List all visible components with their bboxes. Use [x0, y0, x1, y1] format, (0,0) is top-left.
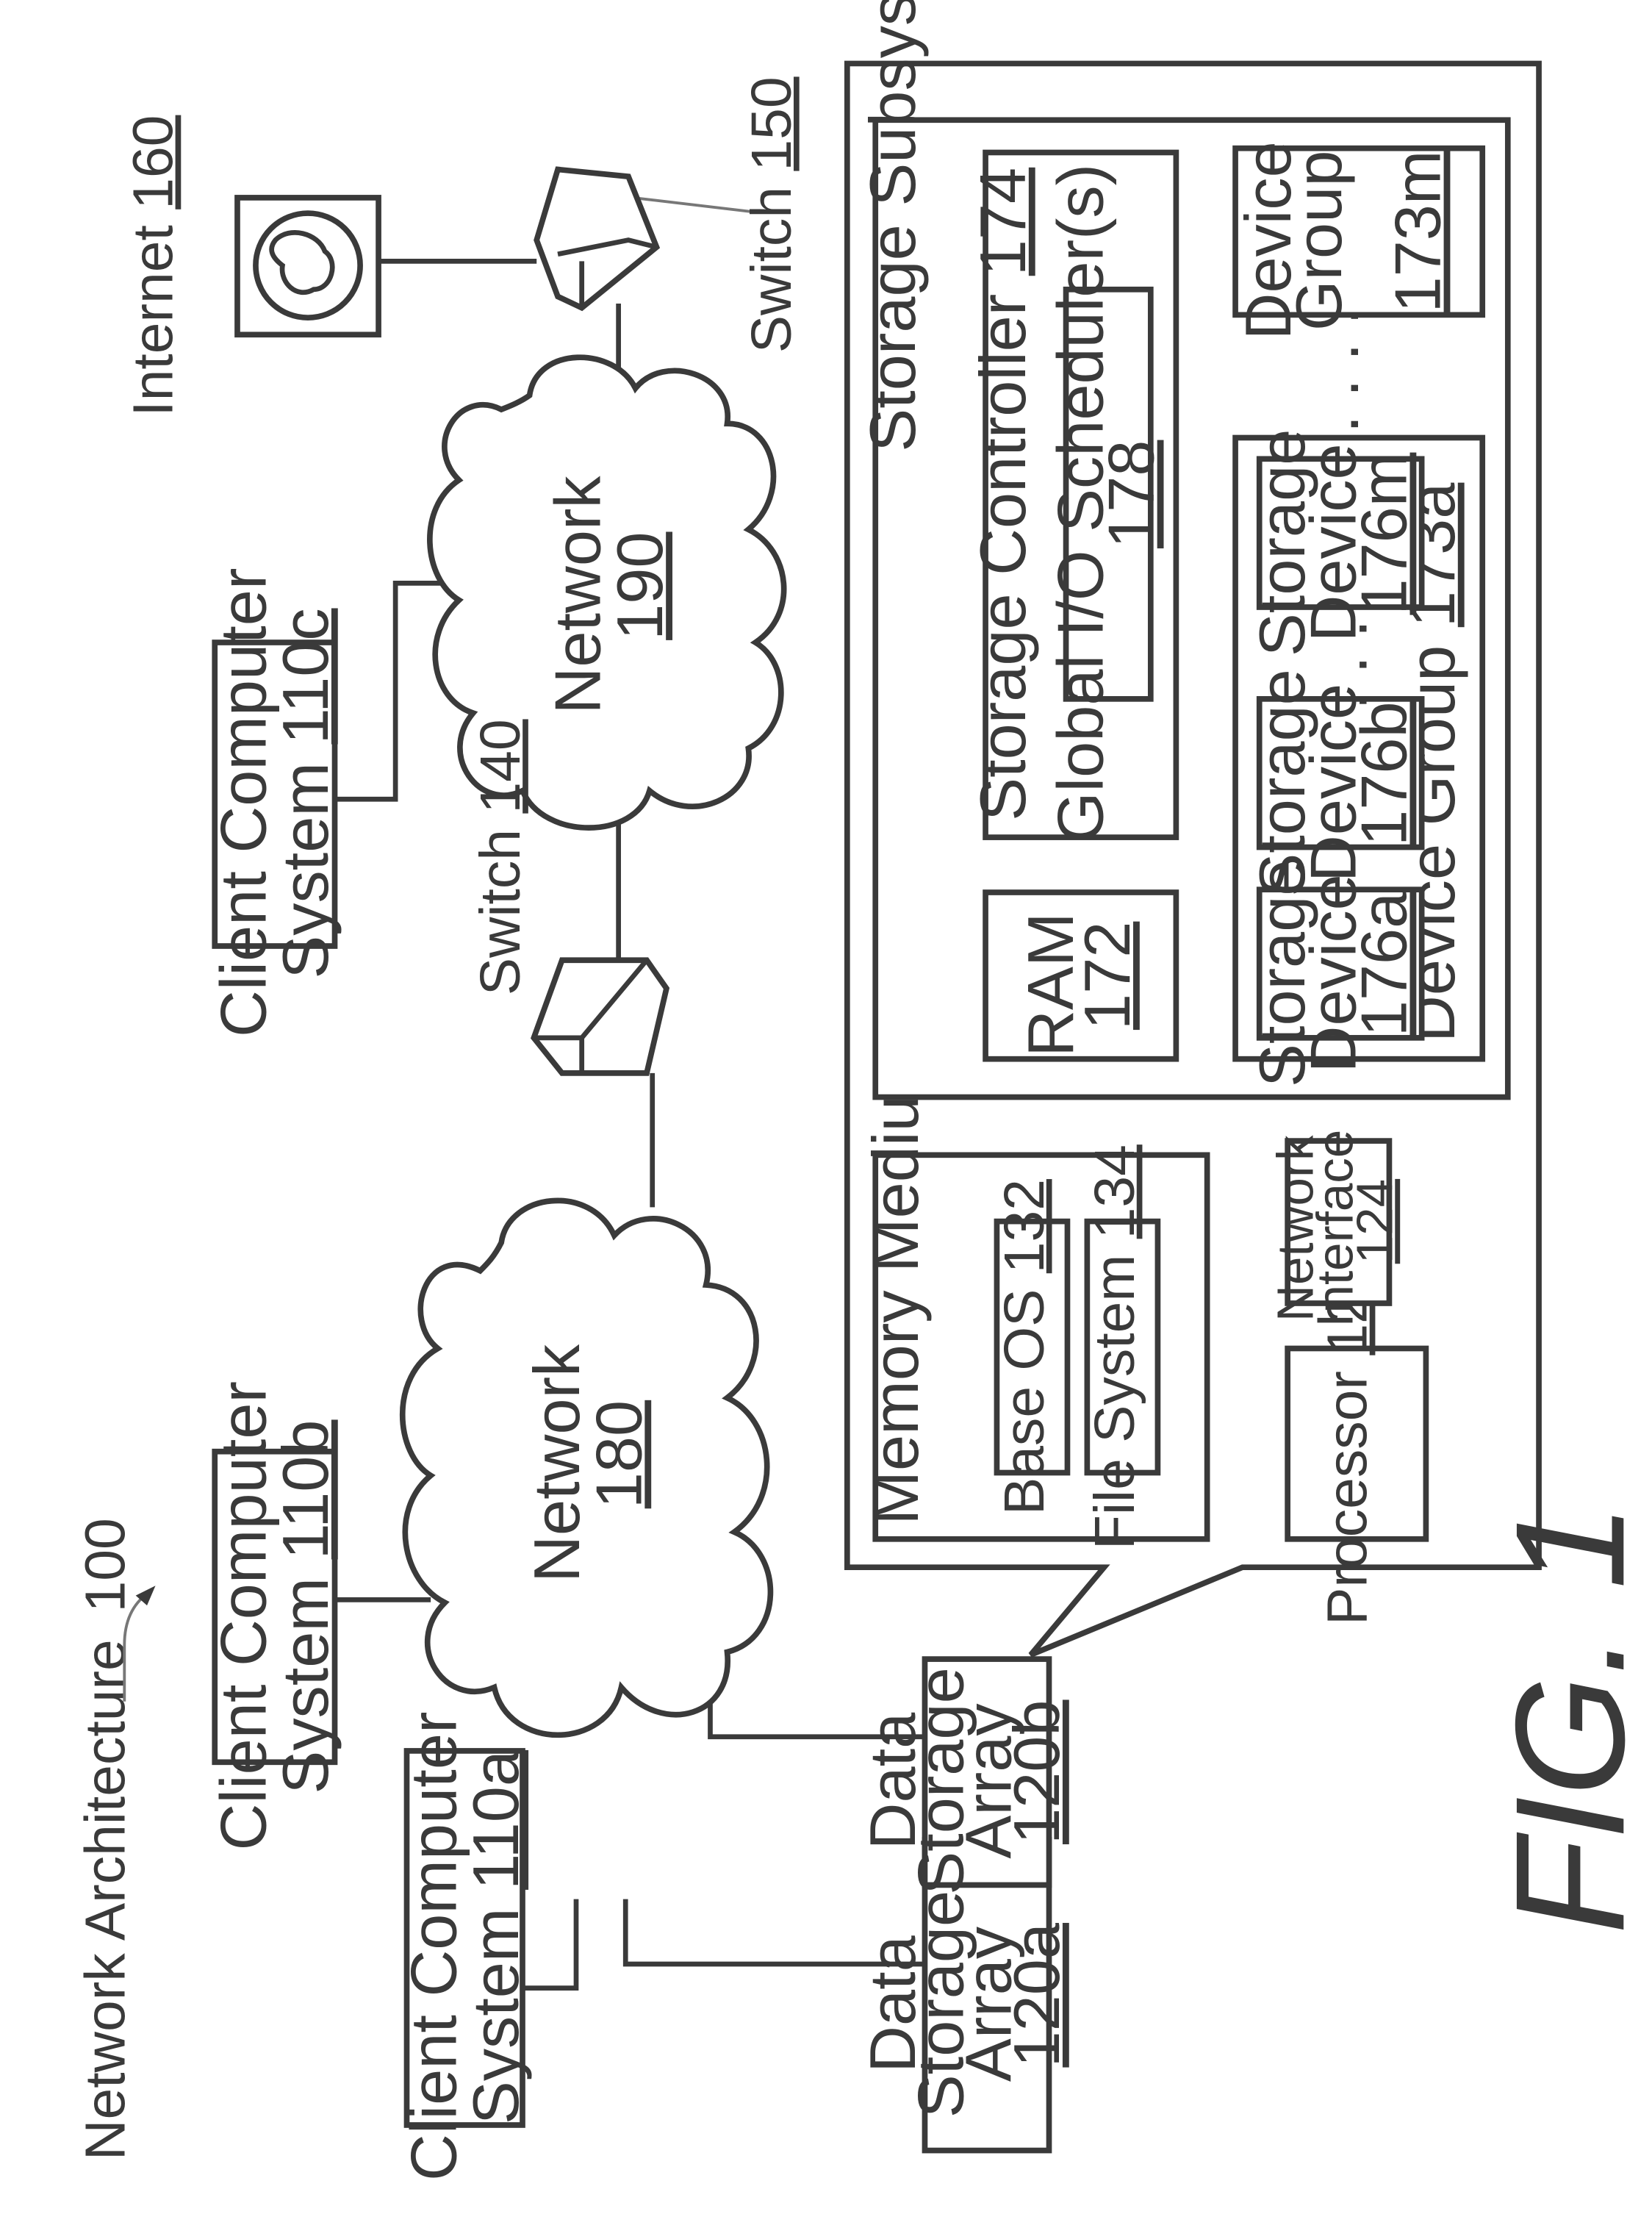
client-computer-system-110c: Client Computer System 110c: [206, 550, 342, 1037]
internet-160: Internet 160: [122, 115, 378, 417]
svg-text:Storage Controller 174: Storage Controller 174: [966, 168, 1039, 821]
ram-172: RAM 172: [985, 892, 1176, 1059]
device-group-173m: Device Group 173m: [1232, 123, 1482, 340]
client-computer-system-110a: Client Computer System 110a: [398, 1694, 533, 2181]
svg-text:Client Computer System 1: Client Computer System 110a: [398, 1694, 533, 2181]
svg-text:Switch 150: Switch 150: [740, 76, 803, 353]
link-client-c: [335, 583, 459, 799]
switch-icon: [536, 170, 656, 308]
svg-text:Base OS 132: Base OS 132: [993, 1179, 1056, 1515]
network-interface-124: Network Interface 124: [1267, 1115, 1404, 1327]
client-computer-system-110b: Client Computer System 110b: [206, 1364, 342, 1851]
svg-text:Client Computer System 1: Client Computer System 110b: [206, 1364, 342, 1851]
svg-text:Switch 140: Switch 140: [469, 719, 532, 995]
svg-text:Client Computer System 1: Client Computer System 110c: [206, 550, 342, 1037]
svg-text:Device Group 1: Device Group 173m: [1232, 123, 1454, 340]
data-storage-array-120b: Data Storage Array 120b: [856, 1649, 1073, 1895]
switch-150: Switch 150: [536, 76, 803, 353]
network-180-cloud: Network 180: [403, 1200, 771, 1735]
svg-text:Network Architecture 100: Network Architecture 100: [73, 1518, 137, 2160]
device-group-173a: Device Group 173a Storage Device 176a St…: [1235, 411, 1482, 1087]
architecture-label: Network Architecture 100: [73, 1518, 155, 2160]
svg-text:Storage Subsystem 170: Storage Subsystem 170: [856, 0, 929, 452]
figure-caption: FIG. 1: [1483, 1503, 1652, 1935]
architecture-ref: 100: [73, 1518, 137, 1612]
svg-text:Internet 160: Internet 160: [122, 115, 185, 417]
storage-controller-174: Storage Controller 174 Global I/O Schedu…: [966, 146, 1177, 842]
base-os-132: Base OS 132: [993, 1179, 1068, 1515]
globe-icon: [256, 213, 360, 318]
leader-switch150: [633, 198, 753, 212]
svg-text:File System 134: File System 134: [1083, 1144, 1146, 1550]
architecture-text: Network Architecture: [73, 1639, 137, 2160]
storage-subsystem-170: Storage Subsystem 170 RAM 172 Storage Co…: [856, 0, 1508, 1097]
